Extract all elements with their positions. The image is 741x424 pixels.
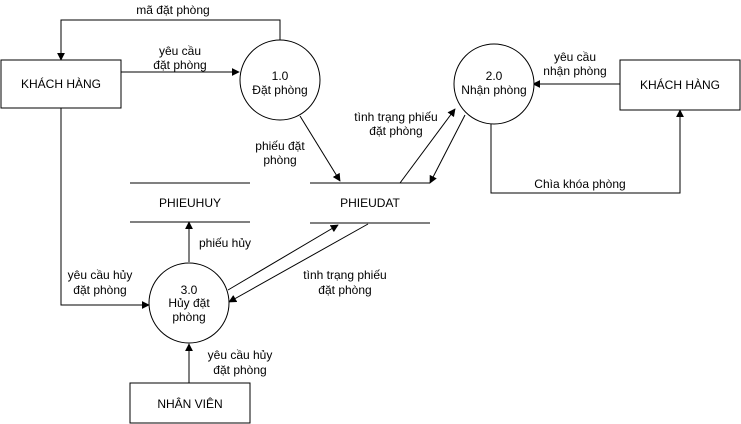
label-booking-slip-1: phiếu đặt xyxy=(255,139,305,153)
flow-slip-status-to-p2 xyxy=(399,108,456,184)
label-request-booking-1: yêu cầu xyxy=(159,44,201,58)
label-slip-status-p2-2: đặt phòng xyxy=(369,124,422,138)
label-room-code: mã đặt phòng xyxy=(136,3,209,17)
entity-customer-left-label: KHÁCH HÀNG xyxy=(21,76,101,91)
process-2-circle xyxy=(453,43,535,125)
entity-customer-right-box xyxy=(619,59,741,111)
flow-room-key xyxy=(490,109,684,194)
label-request-cancel-customer-2: đặt phòng xyxy=(73,283,126,297)
entity-customer-right-label: KHÁCH HÀNG xyxy=(640,77,720,92)
process-1-circle xyxy=(239,39,321,121)
process-3-name-line2: phòng xyxy=(172,310,205,324)
flow-request-cancel-customer xyxy=(60,108,150,309)
process-1-id: 1.0 xyxy=(272,69,289,83)
store-booking-label: PHIEUDAT xyxy=(340,196,400,210)
label-request-checkin-2: nhận phòng xyxy=(543,64,606,78)
label-booking-slip-2: phòng xyxy=(263,153,296,167)
process-3-circle xyxy=(148,262,230,344)
flow-room-code xyxy=(57,19,281,61)
flow-booking-slip xyxy=(299,115,341,182)
label-request-booking-2: đặt phòng xyxy=(153,58,206,72)
store-cancel-label: PHIEUHUY xyxy=(159,196,221,210)
process-2-id: 2.0 xyxy=(486,69,503,83)
process-3-id: 3.0 xyxy=(181,283,198,297)
label-slip-status-p3-2: đặt phòng xyxy=(318,283,371,297)
flow-p2-to-booking xyxy=(429,114,466,184)
flow-p3-to-booking xyxy=(227,224,339,291)
flow-booking-to-p3 xyxy=(228,223,369,303)
label-request-cancel-staff-1: yêu cầu hủy xyxy=(208,348,273,362)
label-slip-status-p2-1: tình trạng phiếu xyxy=(354,110,437,124)
label-request-checkin-1: yêu cầu xyxy=(554,50,596,64)
label-cancel-slip: phiếu hủy xyxy=(199,236,251,250)
process-2-name: Nhận phòng xyxy=(461,83,526,97)
entity-customer-left-box xyxy=(0,59,122,109)
label-request-cancel-staff-2: đặt phòng xyxy=(213,363,266,377)
entity-staff-label: NHÂN VIÊN xyxy=(157,396,222,411)
label-request-cancel-customer-1: yêu cầu hủy xyxy=(68,268,133,282)
process-1-name: Đặt phòng xyxy=(252,83,307,97)
label-slip-status-p3-1: tình trạng phiếu xyxy=(303,268,386,282)
entity-staff-box xyxy=(129,382,251,424)
process-3-name-line1: Hủy đặt xyxy=(168,296,210,310)
label-room-key: Chìa khóa phòng xyxy=(534,177,625,191)
